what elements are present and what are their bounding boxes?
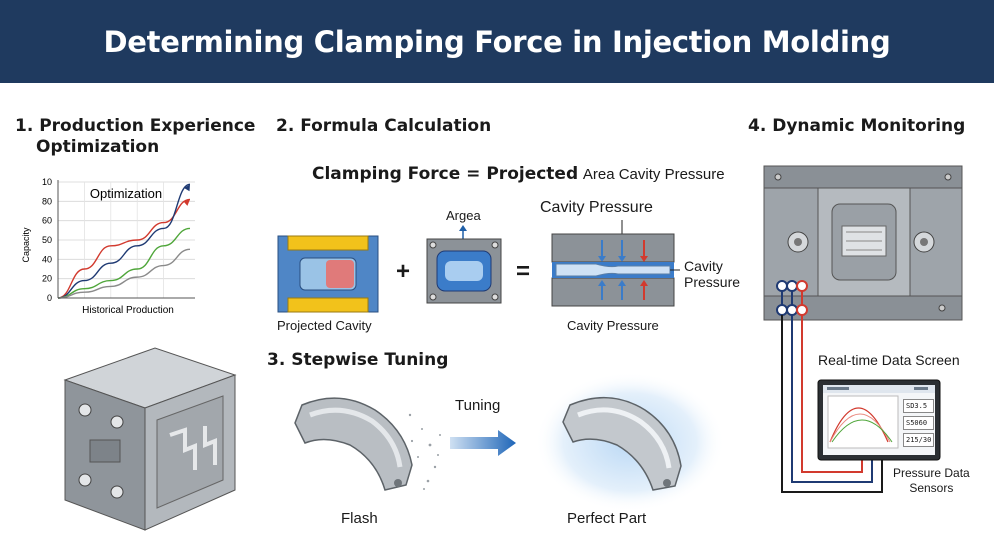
mold-cavity-plate — [156, 395, 224, 509]
flash-part — [294, 397, 413, 491]
cable-blue — [791, 315, 873, 483]
y-tick-label: 0 — [47, 293, 52, 303]
flash-label: Flash — [341, 510, 378, 527]
cavity-pressure-top-label: Cavity Pressure — [540, 199, 653, 216]
readout-1: SD3.5 — [903, 399, 935, 413]
series-line-4 — [57, 248, 191, 299]
chart-series — [57, 183, 191, 299]
series-line-3 — [57, 227, 191, 299]
y-tick-label: 20 — [42, 274, 52, 284]
equals-sign: = — [516, 258, 531, 285]
area-diagram — [426, 225, 502, 304]
sensors-label: Pressure Data Sensors — [893, 466, 970, 496]
cavity-pressure-right-label: Cavity Pressure — [684, 258, 740, 290]
formula: Clamping Force = Projected Area Cavity P… — [312, 164, 725, 184]
perfect-part-illustration — [535, 372, 725, 512]
sensor-cables — [776, 280, 883, 493]
sensors-label-line2: Sensors — [909, 481, 954, 495]
bolt-icon — [429, 293, 437, 301]
tuning-arrow-icon — [450, 430, 516, 456]
upper-mold-half — [551, 233, 675, 263]
cavity-pressure-bottom-label: Cavity Pressure — [567, 318, 659, 333]
cable-black — [781, 315, 883, 493]
projected-cavity-label: Projected Cavity — [277, 318, 372, 333]
plus-sign: + — [396, 258, 411, 285]
area-label: Argea — [446, 208, 481, 223]
projected-cavity-diagram — [277, 235, 379, 313]
screen-readouts: SD3.5 S5060 215/30 — [903, 399, 935, 447]
perfect-part-hole — [663, 479, 671, 487]
tuning-label: Tuning — [455, 397, 501, 414]
perfect-part-label: Perfect Part — [567, 510, 647, 527]
bolt-icon — [78, 403, 92, 417]
cable-red — [801, 315, 863, 473]
section1-heading-line1: 1. Production Experience — [15, 116, 256, 136]
mold-side-slot — [89, 439, 121, 463]
melt-flow — [555, 263, 671, 277]
y-tick-label: 40 — [42, 254, 52, 264]
monitoring-mold-illustration — [763, 165, 963, 321]
section4-heading: 4. Dynamic Monitoring — [748, 116, 966, 136]
mold-top-bar — [763, 165, 963, 189]
optimization-chart: 10 80 60 50 40 20 0 Optimization Capacity Hist… — [21, 177, 195, 316]
bolt-icon — [78, 473, 92, 487]
cavity-pressure-right-line1: Cavity — [684, 258, 723, 274]
section3-heading: 3. Stepwise Tuning — [267, 350, 449, 370]
bolt-icon — [110, 415, 124, 429]
area-cavity-core — [445, 261, 483, 281]
bolt-icon — [491, 241, 499, 249]
bolt-icon — [429, 241, 437, 249]
cavity-pressure-right-line2: Pressure — [684, 274, 741, 290]
upper-platen — [287, 235, 369, 251]
sensors-label-line1: Pressure Data — [893, 466, 970, 480]
pressure-arrows-down — [598, 240, 648, 262]
section1-heading-line2: Optimization — [36, 137, 160, 157]
bolt-icon — [110, 485, 124, 499]
pressure-curve-green — [831, 419, 893, 443]
lower-mold-half — [551, 277, 675, 307]
flash-part-hole — [394, 479, 402, 487]
trend-arrow-icon — [183, 199, 190, 206]
y-axis-label: Capacity — [21, 227, 31, 263]
trend-arrow-icon — [184, 184, 190, 192]
y-tick-label: 10 — [42, 177, 52, 187]
mold-block-illustration — [63, 347, 237, 531]
section1-heading: 1. Production Experience Optimization — [15, 116, 255, 158]
formula-regular: Area Cavity Pressure — [582, 166, 725, 183]
y-tick-label: 60 — [42, 216, 52, 226]
readout-2: S5060 — [903, 416, 935, 430]
bolt-icon — [491, 293, 499, 301]
y-tick-label: 80 — [42, 196, 52, 206]
perfect-part-highlight — [577, 407, 672, 469]
screen-label: Real-time Data Screen — [818, 352, 960, 368]
flash-part-highlight — [309, 407, 403, 468]
optimization-label: Optimization — [90, 186, 162, 201]
y-tick-label: 50 — [42, 235, 52, 245]
formula-bold: Clamping Force = Projected — [312, 164, 579, 184]
mold-runner-channels — [169, 426, 217, 470]
y-tick-labels: 10 80 60 50 40 20 0 — [42, 177, 52, 303]
x-axis-label: Historical Production — [82, 305, 174, 316]
perfect-part — [562, 396, 682, 491]
title-banner: Determining Clamping Force in Injection … — [0, 0, 994, 83]
readout-3: 215/30 — [903, 433, 935, 447]
page-title: Determining Clamping Force in Injection … — [103, 24, 891, 59]
flash-part-illustration — [294, 397, 441, 491]
lower-platen — [287, 297, 369, 313]
area-arrow-head-icon — [459, 225, 467, 231]
pressure-arrows-up — [598, 280, 648, 300]
projected-area-highlight — [326, 260, 354, 288]
cavity-pressure-diagram — [551, 220, 680, 307]
series-line-1 — [57, 198, 191, 299]
section2-heading: 2. Formula Calculation — [276, 116, 492, 136]
series-line-2 — [57, 183, 191, 299]
